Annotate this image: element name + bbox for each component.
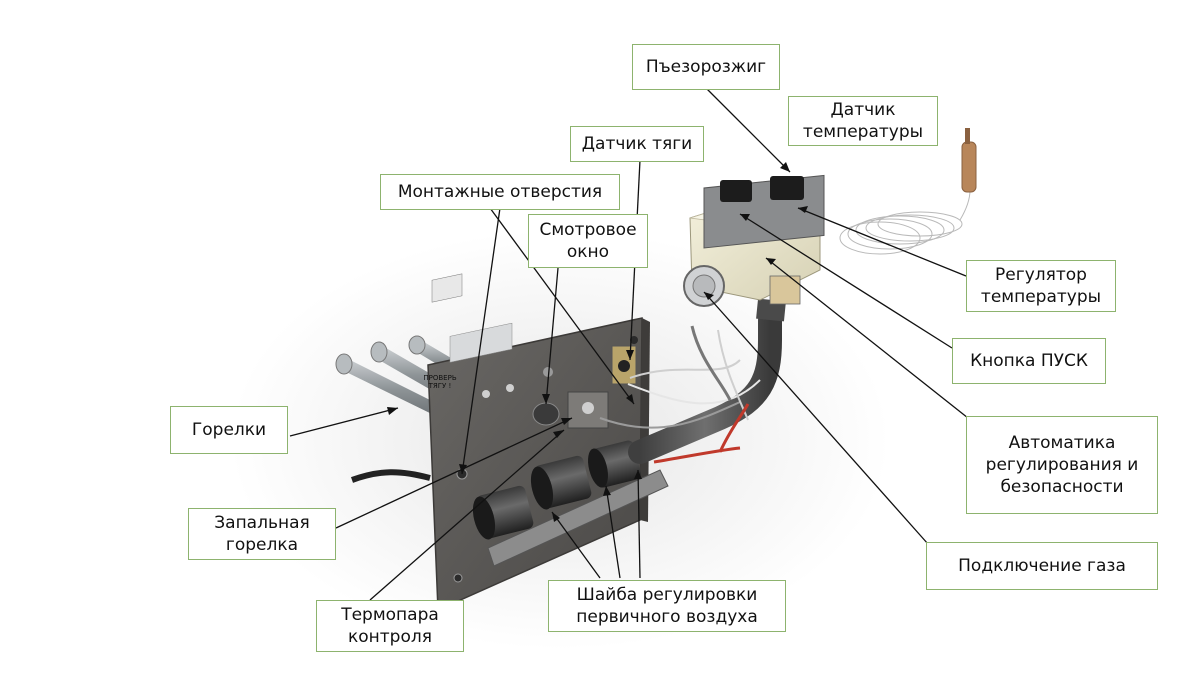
temperature-sensor-bulb <box>961 128 977 193</box>
label-burners: Горелки <box>170 406 288 454</box>
view-window-hole <box>532 402 560 426</box>
valve-sticker <box>769 275 801 305</box>
label-pilot-burner: Запальная горелка <box>188 508 336 560</box>
label-draft-sensor: Датчик тяги <box>570 126 704 162</box>
gas-valve-body <box>683 174 825 307</box>
label-mounting-holes: Монтажные отверстия <box>380 174 620 210</box>
label-start-button: Кнопка ПУСК <box>952 338 1106 384</box>
pilot-tube <box>350 469 431 483</box>
piezo-knob <box>720 180 752 202</box>
temperature-knob <box>770 176 804 200</box>
wiring <box>599 325 761 464</box>
plate-details <box>431 273 638 583</box>
check-draft-sticker <box>431 273 463 303</box>
label-view-window: Смотровое окно <box>528 214 648 268</box>
leader-arrowheads <box>387 162 808 522</box>
label-thermocouple: Термопара контроля <box>316 600 464 652</box>
label-piezo-ignition: Пъезорозжиг <box>632 44 780 90</box>
label-temperature-sensor: Датчик температуры <box>788 96 938 146</box>
lower-tube <box>487 469 669 567</box>
label-primary-air-washer: Шайба регулировки первичного воздуха <box>548 580 786 632</box>
plate-edge <box>640 318 650 522</box>
leader-lines <box>289 87 969 601</box>
label-gas-connection: Подключение газа <box>926 542 1158 590</box>
label-automatics: Автоматика регулирования и безопасности <box>966 416 1158 514</box>
label-temperature-regulator: Регулятор температуры <box>966 260 1116 312</box>
capillary-coil <box>839 189 971 255</box>
check-draft-sticker-text: ПРОВЕРЬ ТЯГУ ! <box>423 374 457 390</box>
